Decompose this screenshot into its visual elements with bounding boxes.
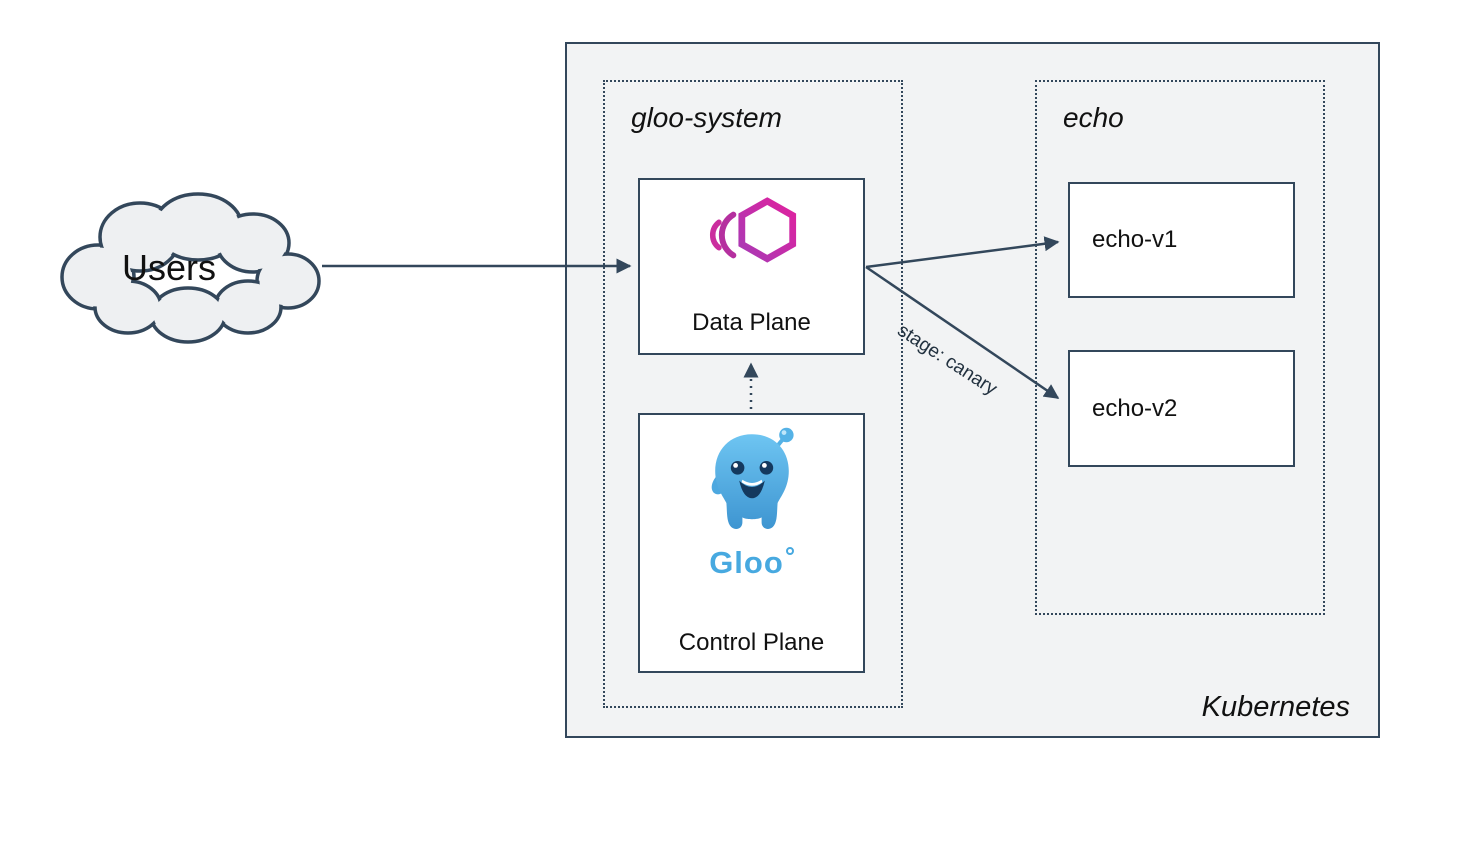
echo-v1-label: echo-v1 <box>1092 226 1178 253</box>
echo-label: echo <box>1063 102 1124 133</box>
users-label: Users <box>121 247 216 288</box>
data-plane-label: Data Plane <box>692 309 811 336</box>
gloo-wordmark-text: Gloo <box>709 545 784 580</box>
data-plane-node: Data Plane <box>638 178 865 355</box>
gloo-wordmark: Gloo <box>709 545 794 581</box>
users-cloud: Users <box>40 185 330 355</box>
gloo-wordmark-dot <box>785 547 794 555</box>
gloo-system-label: gloo-system <box>631 102 782 133</box>
gloo-mascot-icon <box>711 427 794 529</box>
cloud-shape <box>60 192 321 344</box>
namespace-echo: echo <box>1035 80 1325 615</box>
control-plane-node: Gloo Control Plane <box>638 413 865 673</box>
control-plane-label: Control Plane <box>678 629 825 656</box>
echo-v1-node: echo-v1 <box>1068 182 1295 298</box>
gloo-proxy-hexagon-icon <box>709 197 796 263</box>
echo-v2-label: echo-v2 <box>1092 394 1178 422</box>
echo-v2-node: echo-v2 <box>1068 350 1295 467</box>
kubernetes-label: Kubernetes <box>1201 691 1350 723</box>
